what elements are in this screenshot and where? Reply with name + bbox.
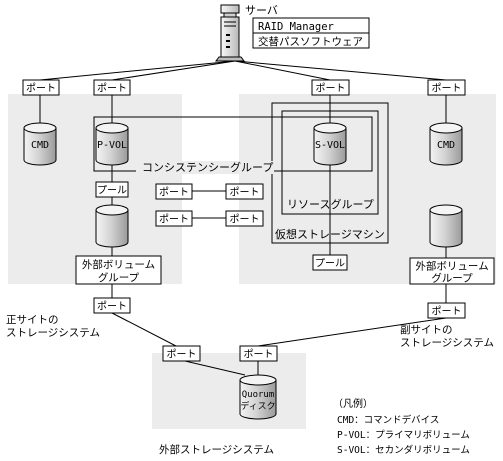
legend: （凡例） CMD：コマンドデバイス P-VOL：プライマリボリューム S-VOL… [333, 397, 470, 456]
legend-item-cmd: CMD：コマンドデバイス [337, 414, 439, 426]
secondary-site-caption-1: 副サイトの [400, 324, 453, 336]
port-secondary-external: ポート [427, 302, 466, 319]
svol-volume: S-VOL [313, 122, 347, 166]
remote-port-p2: ポート [155, 210, 193, 227]
secondary-cmd-label: CMD [437, 140, 455, 151]
svol-label: S-VOL [315, 140, 345, 151]
legend-item-svol: S-VOL：セカンダリボリューム [337, 444, 470, 456]
secondary-site-area [239, 94, 496, 284]
virtual-storage-machine-label: 仮想ストレージマシン [275, 227, 385, 241]
server-software-box: RAID Manager 交替パスソフトウェア [252, 17, 370, 49]
port-label: ポート [230, 214, 260, 226]
pvol-label: P-VOL [97, 140, 127, 151]
secondary-cmd-volume: CMD [429, 122, 463, 166]
server-label: サーバ [245, 4, 278, 17]
primary-external-volume [95, 204, 129, 248]
secondary-external-volume-group: 外部ボリューム グループ [409, 257, 495, 285]
external-storage-caption: 外部ストレージシステム [159, 443, 274, 456]
remote-port-s2: ポート [225, 210, 264, 227]
quorum-disk: Quorum ディスク [239, 374, 277, 420]
port-label: ポート [167, 349, 197, 361]
port-primary-cmd: ポート [22, 79, 60, 96]
primary-site-caption-1: 正サイトの [6, 314, 59, 326]
legend-item-pvol: P-VOL：プライマリボリューム [337, 430, 470, 441]
legend-title: （凡例） [333, 397, 373, 410]
primary-evg-line1: 外部ボリューム [82, 258, 155, 271]
port-label: ポート [432, 306, 462, 318]
port-label: ポート [244, 349, 274, 361]
secondary-external-volume [429, 204, 463, 248]
port-secondary-svol: ポート [311, 79, 350, 96]
port-primary-pvol: ポート [93, 79, 131, 96]
port-secondary-cmd: ポート [427, 79, 466, 96]
server-icon [215, 4, 245, 62]
port-label: ポート [26, 83, 56, 95]
resource-group-box [281, 110, 379, 215]
port-label: ポート [159, 187, 189, 199]
connection-lines [39, 60, 447, 376]
secondary-pool: プール [312, 254, 348, 271]
port-label: ポート [97, 301, 127, 313]
quorum-label-1: Quorum [242, 390, 275, 400]
port-quorum-primary: ポート [162, 345, 201, 362]
primary-pool: プール [95, 181, 129, 198]
port-quorum-secondary: ポート [239, 345, 278, 362]
software-alternate-path: 交替パスソフトウェア [258, 35, 363, 48]
remote-port-p1: ポート [155, 183, 193, 200]
primary-cmd-volume: CMD [23, 122, 57, 166]
port-label: ポート [97, 83, 127, 95]
port-label: ポート [230, 187, 260, 199]
remote-port-s1: ポート [225, 183, 264, 200]
primary-cmd-label: CMD [31, 140, 49, 151]
port-label: ポート [316, 83, 346, 95]
primary-site-caption-2: ストレージシステム [6, 327, 100, 339]
consistency-group-label-bg [136, 161, 274, 174]
primary-pool-label: プール [97, 185, 127, 197]
software-raid-manager: RAID Manager [258, 21, 334, 33]
pvol-volume: P-VOL [95, 122, 129, 166]
external-storage-area [152, 353, 306, 429]
secondary-pool-label: プール [315, 258, 345, 270]
port-label: ポート [159, 214, 189, 226]
secondary-evg-line1: 外部ボリューム [415, 260, 488, 273]
quorum-label-2: ディスク [240, 400, 275, 412]
consistency-group-label: コンシステンシーグループ [142, 160, 273, 174]
primary-external-volume-group: 外部ボリューム グループ [75, 255, 162, 285]
secondary-site-caption-2: ストレージシステム [400, 337, 494, 349]
secondary-evg-line2: グループ [431, 272, 473, 285]
resource-group-label: リソースグループ [287, 197, 374, 211]
primary-evg-line2: グループ [98, 271, 140, 284]
port-label: ポート [432, 83, 462, 95]
port-primary-external: ポート [93, 297, 131, 314]
